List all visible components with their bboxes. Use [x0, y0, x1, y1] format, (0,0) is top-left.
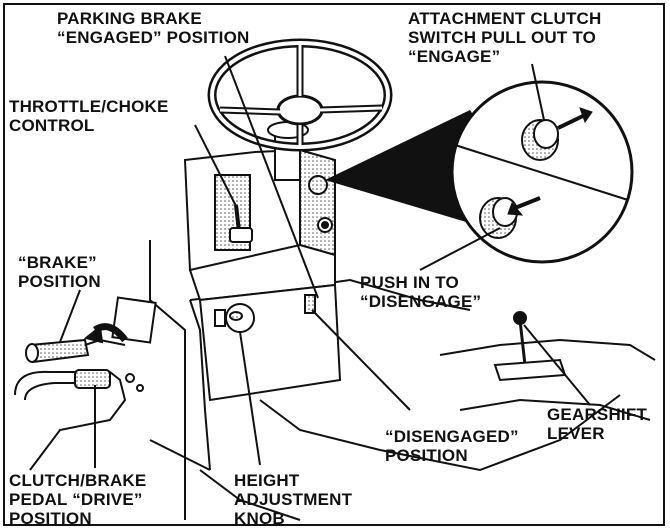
label-gearshift: GEARSHIFT LEVER [547, 405, 647, 443]
label-clutch-brake-pedal-line3: POSITION [9, 509, 92, 528]
label-push-in: PUSH IN TO “DISENGAGE” [360, 273, 481, 311]
leader-parking-brake [224, 55, 319, 299]
label-height-knob-line1: HEIGHT [234, 471, 300, 490]
leader-height-knob [239, 331, 261, 466]
leader-disengaged [311, 309, 411, 411]
label-height-knob: HEIGHT ADJUSTMENT KNOB [234, 471, 352, 528]
label-attachment-clutch-line3: “ENGAGE” [408, 47, 501, 66]
label-gearshift-line2: LEVER [547, 424, 605, 443]
label-clutch-brake-pedal-line1: CLUTCH/BRAKE [9, 471, 147, 490]
label-throttle-choke: THROTTLE/CHOKE CONTROL [9, 97, 169, 135]
leader-attachment-clutch [531, 63, 545, 121]
label-brake-position-line1: “BRAKE” [18, 253, 97, 272]
label-disengaged-line1: “DISENGAGED” [385, 427, 519, 446]
label-throttle-choke-line2: CONTROL [9, 116, 95, 135]
parking-brake-knob-art [304, 294, 316, 314]
clutch-brake-pedal [14, 369, 144, 471]
dashboard-console [183, 148, 342, 402]
label-brake-position: “BRAKE” POSITION [18, 253, 101, 291]
label-push-in-line2: “DISENGAGE” [360, 292, 482, 311]
leader-gearshift [523, 324, 591, 406]
label-brake-position-line2: POSITION [18, 272, 101, 291]
label-parking-brake-line2: “ENGAGED” POSITION [57, 28, 250, 47]
label-attachment-clutch-line1: ATTACHMENT CLUTCH [408, 9, 602, 28]
label-attachment-clutch: ATTACHMENT CLUTCH SWITCH PULL OUT TO “EN… [408, 9, 602, 66]
label-disengaged-line2: POSITION [385, 446, 468, 465]
diagram-border [3, 3, 665, 526]
label-parking-brake: PARKING BRAKE “ENGAGED” POSITION [57, 9, 250, 47]
throttle-lever [229, 204, 253, 243]
label-parking-brake-line1: PARKING BRAKE [57, 9, 202, 28]
clutch-switch-callout [325, 80, 634, 264]
steering-wheel [207, 38, 393, 152]
label-attachment-clutch-line2: SWITCH PULL OUT TO [408, 28, 597, 47]
label-disengaged: “DISENGAGED” POSITION [385, 427, 519, 465]
label-push-in-line1: PUSH IN TO [360, 273, 459, 292]
leader-push-in [419, 227, 501, 271]
leader-throttle [194, 124, 239, 211]
label-height-knob-line3: KNOB [234, 509, 285, 528]
label-height-knob-line2: ADJUSTMENT [234, 490, 353, 509]
label-gearshift-line1: GEARSHIFT [547, 405, 648, 424]
brake-handle [25, 323, 128, 364]
leader-brake-position [59, 289, 81, 343]
panel-plate [111, 296, 157, 344]
leader-lines [59, 55, 591, 468]
label-throttle-choke-line1: THROTTLE/CHOKE [9, 97, 169, 116]
label-clutch-brake-pedal: CLUTCH/BRAKE PEDAL “DRIVE” POSITION [9, 471, 146, 528]
gearshift-art [493, 311, 567, 382]
label-clutch-brake-pedal-line2: PEDAL “DRIVE” [9, 490, 143, 509]
